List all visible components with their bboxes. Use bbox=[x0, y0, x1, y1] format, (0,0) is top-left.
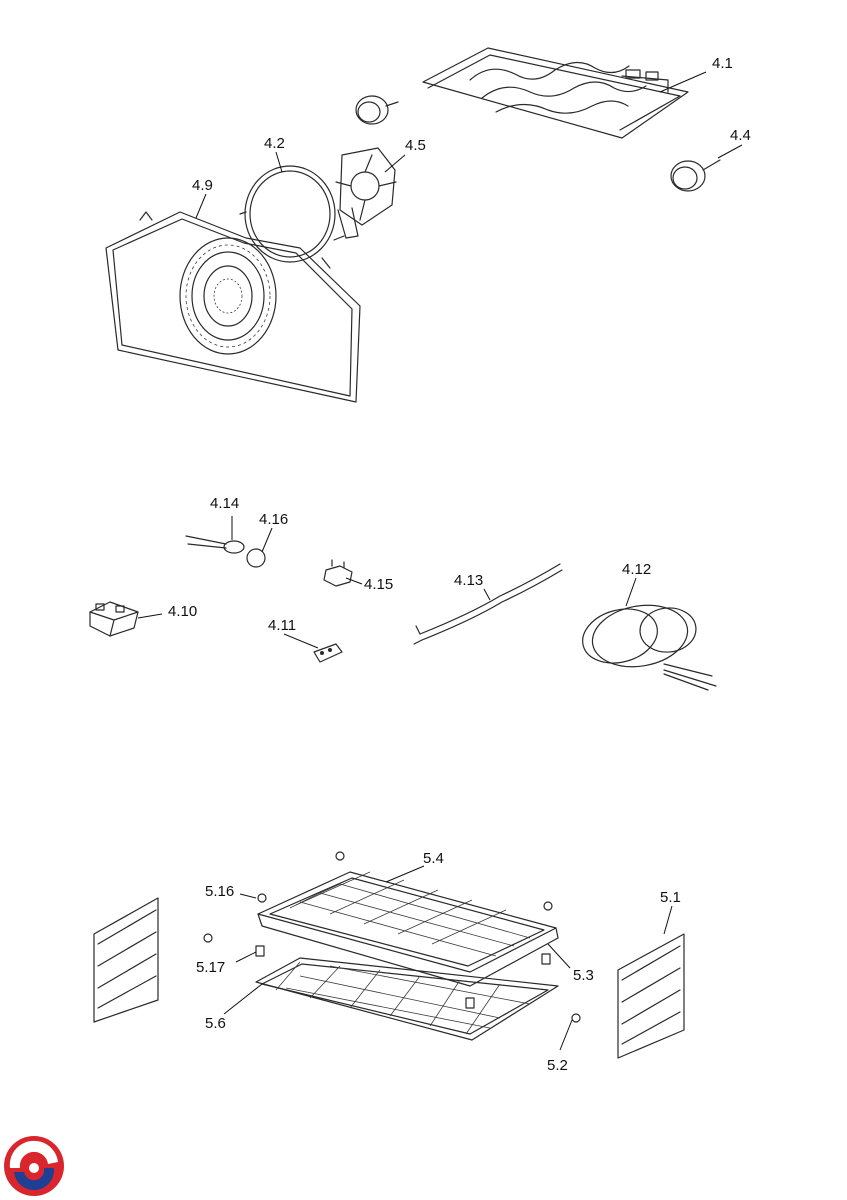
callout-4-10: 4.10 bbox=[168, 603, 198, 620]
callout-5-16: 5.16 bbox=[205, 883, 235, 900]
clip-4-15 bbox=[323, 559, 353, 587]
callout-4-2: 4.2 bbox=[264, 135, 285, 152]
callout-4-13: 4.13 bbox=[454, 572, 484, 589]
oven-rack-set bbox=[93, 851, 685, 1059]
leader-lines bbox=[137, 71, 743, 1051]
callout-5-2: 5.2 bbox=[547, 1057, 568, 1074]
callout-4-9: 4.9 bbox=[192, 177, 213, 194]
callout-4-4: 4.4 bbox=[730, 127, 751, 144]
brand-swirl-logo-icon bbox=[4, 1136, 64, 1196]
callout-4-16: 4.16 bbox=[259, 511, 289, 528]
fan-motor-4-5 bbox=[335, 147, 397, 239]
callout-4-11: 4.11 bbox=[268, 617, 297, 634]
cable-4-13 bbox=[413, 563, 563, 645]
callout-5-1: 5.1 bbox=[660, 889, 681, 906]
callout-5-6: 5.6 bbox=[205, 1015, 226, 1032]
ring-element-4-2 bbox=[239, 165, 345, 269]
callout-5-17: 5.17 bbox=[196, 959, 226, 976]
callout-5-3: 5.3 bbox=[573, 967, 594, 984]
fan-cover-panel-4-9 bbox=[105, 211, 361, 403]
knob-4-4 bbox=[670, 159, 721, 192]
callout-4-5: 4.5 bbox=[405, 137, 426, 154]
connector-4-11 bbox=[313, 643, 343, 663]
lamp-4-14 bbox=[185, 535, 266, 568]
knob-left bbox=[355, 95, 399, 125]
wiring-loom-4-12 bbox=[582, 604, 717, 691]
callout-4-12: 4.12 bbox=[622, 561, 652, 578]
terminal-block-4-10 bbox=[89, 601, 139, 637]
grill-element-4-1 bbox=[422, 47, 689, 139]
callout-4-15: 4.15 bbox=[364, 576, 394, 593]
callout-5-4: 5.4 bbox=[423, 850, 444, 867]
callout-4-14: 4.14 bbox=[210, 495, 240, 512]
callout-4-1: 4.1 bbox=[712, 55, 733, 72]
